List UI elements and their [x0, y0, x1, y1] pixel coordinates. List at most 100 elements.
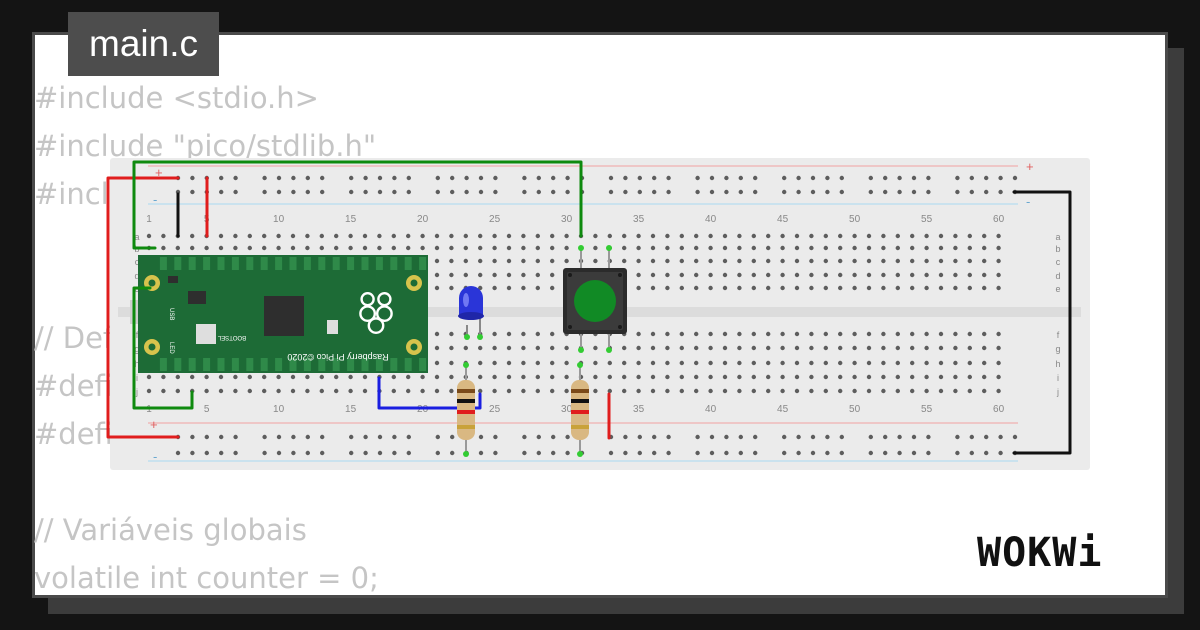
breadboard-hole [535, 272, 540, 278]
breadboard-hole [895, 245, 900, 251]
pico-pin [260, 257, 268, 270]
breadboard-hole [737, 331, 742, 337]
breadboard-hole [780, 258, 785, 264]
breadboard-hole [492, 360, 497, 366]
rail-hole [435, 434, 440, 440]
breadboard-hole [967, 388, 972, 394]
breadboard-hole [622, 345, 627, 351]
rail-hole [565, 450, 570, 456]
breadboard-hole [996, 345, 1001, 351]
breadboard-hole [434, 388, 440, 394]
rail-hole [969, 450, 974, 456]
breadboard-hole [996, 285, 1001, 291]
rail-hole [276, 450, 282, 456]
breadboard-hole [982, 331, 987, 337]
row-letter: b [1055, 244, 1060, 254]
breadboard-hole [492, 388, 497, 394]
breadboard-hole [650, 272, 656, 278]
breadboard-hole [809, 258, 814, 264]
breadboard-hole [348, 233, 353, 239]
breadboard-hole [838, 272, 843, 278]
rail-hole [190, 434, 195, 440]
breadboard-hole [924, 245, 929, 251]
breadboard-hole [535, 374, 540, 380]
column-number: 40 [705, 404, 717, 415]
breadboard-hole [636, 331, 641, 337]
breadboard-hole [809, 272, 814, 278]
breadboard-hole [636, 258, 641, 264]
breadboard-hole [420, 245, 425, 251]
breadboard-hole [694, 272, 699, 278]
breadboard-hole [895, 331, 900, 337]
breadboard-hole [938, 258, 944, 264]
rail-hole [911, 434, 917, 440]
rail-hole [219, 175, 224, 181]
file-tab[interactable]: main.c [68, 12, 219, 76]
breadboard-hole [838, 388, 843, 394]
breadboard-hole [881, 331, 886, 337]
breadboard-hole [924, 233, 929, 239]
led-body [459, 286, 483, 316]
pico-pin [159, 257, 167, 270]
column-number: 50 [849, 214, 861, 225]
rail-hole [450, 434, 455, 440]
breadboard-hole [218, 388, 224, 394]
column-number: 60 [993, 404, 1005, 415]
breadboard-hole [506, 331, 512, 337]
breadboard-hole [665, 331, 670, 337]
rail-hole [911, 450, 917, 456]
breadboard-hole [564, 258, 569, 264]
breadboard-hole [823, 245, 828, 251]
breadboard-hole [650, 345, 656, 351]
breadboard-hole [434, 285, 440, 291]
rail-hole [377, 175, 383, 181]
pico-pin [174, 358, 182, 371]
breadboard-hole [751, 233, 756, 239]
pico-pin [361, 257, 369, 270]
breadboard-hole [550, 388, 555, 394]
breadboard-hole [506, 245, 512, 251]
breadboard-hole [276, 388, 281, 394]
breadboard-hole [694, 258, 699, 264]
blue-led [458, 286, 484, 340]
usb-label: USB [168, 308, 174, 320]
pico-pin [289, 257, 297, 270]
breadboard-hole [622, 388, 627, 394]
breadboard-hole [823, 331, 828, 337]
rail-hole [897, 175, 902, 181]
breadboard-hole [290, 374, 296, 380]
rail-hole [536, 175, 541, 181]
rail-hole [363, 189, 368, 195]
breadboard-hole [650, 233, 656, 239]
rail-hole [695, 434, 700, 440]
breadboard-hole [708, 331, 713, 337]
column-number: 40 [705, 214, 717, 225]
rail-hole [897, 450, 902, 456]
rail-hole [608, 189, 614, 195]
breadboard-hole [593, 388, 598, 394]
breadboard-hole [924, 388, 929, 394]
breadboard-hole [622, 233, 627, 239]
breadboard-hole [665, 388, 670, 394]
pico-pin [188, 358, 196, 371]
breadboard-hole [319, 245, 324, 251]
breadboard-hole [434, 272, 440, 278]
rail-hole [810, 175, 816, 181]
breadboard-hole [463, 245, 468, 251]
breadboard-hole [938, 345, 944, 351]
breadboard-hole [996, 374, 1001, 380]
breadboard-hole [521, 258, 526, 264]
breadboard-hole [794, 345, 800, 351]
row-letter: i [1057, 373, 1059, 383]
rail-hole [709, 175, 715, 181]
breadboard-hole [895, 345, 900, 351]
code-line: volatile int counter = 0; [34, 561, 379, 595]
breadboard-hole [607, 360, 612, 366]
rail-hole [190, 189, 195, 195]
breadboard-hole [953, 331, 958, 337]
breadboard-hole [780, 331, 785, 337]
rail-hole [406, 450, 411, 456]
breadboard-hole [895, 258, 900, 264]
breadboard-hole [362, 388, 368, 394]
rail-hole [810, 450, 816, 456]
